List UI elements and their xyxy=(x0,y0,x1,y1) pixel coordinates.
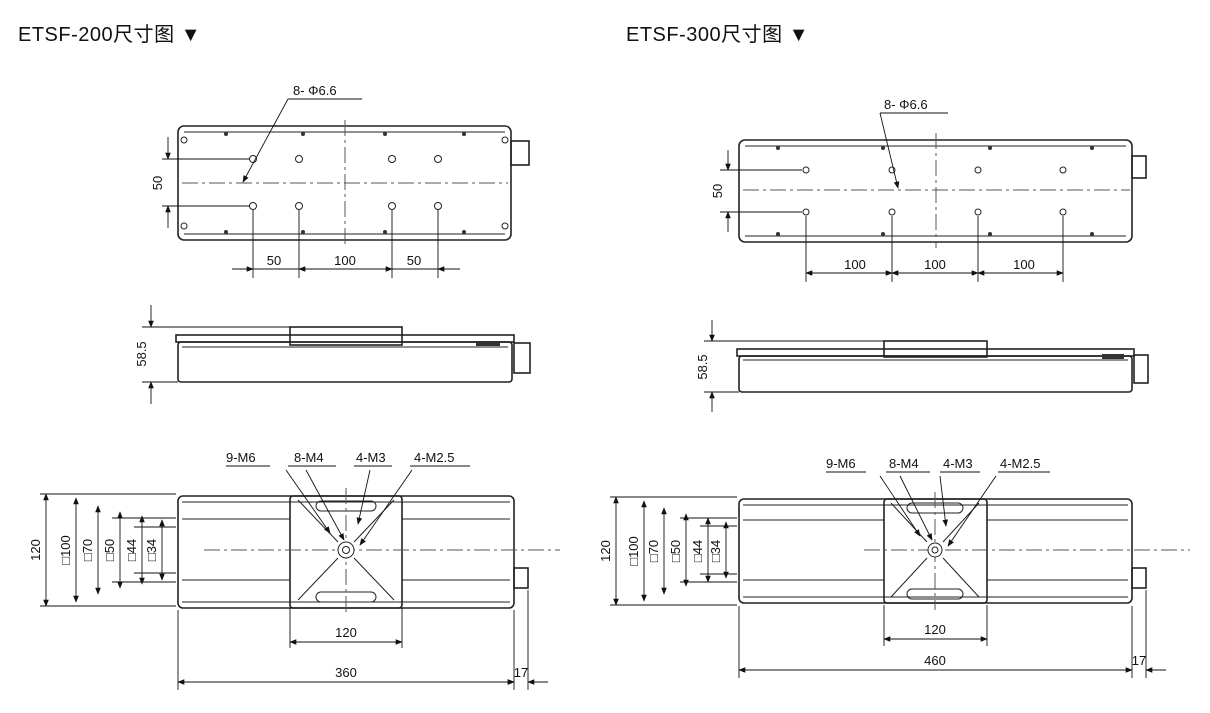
etsf-200-title: ETSF-200尺寸图 ▼ xyxy=(18,24,201,46)
etsf300-side-height: 58.5 xyxy=(695,354,710,379)
etsf200-horizontal-dims: 120 360 17 xyxy=(177,590,548,690)
etsf200-callout-m6: 9-M6 xyxy=(226,450,256,465)
svg-text:120: 120 xyxy=(598,540,613,562)
etsf200-top-view: 8- Φ6.6 50 50 100 50 xyxy=(150,83,530,278)
svg-text:□34: □34 xyxy=(144,539,159,561)
etsf200-side-view: 58.5 xyxy=(134,305,531,404)
etsf200-side-body xyxy=(177,341,513,383)
svg-text:50: 50 xyxy=(407,253,421,268)
etsf200-bottom-view: 9-M6 8-M4 4-M3 4-M2.5 120 □100 □70 □50 □… xyxy=(28,450,560,690)
etsf300-top-screws xyxy=(776,146,1094,236)
svg-text:50: 50 xyxy=(267,253,281,268)
etsf200-callout-m3: 4-M3 xyxy=(356,450,386,465)
svg-text:□50: □50 xyxy=(668,540,683,562)
etsf300-top-view: 8- Φ6.6 50 100 100 100 xyxy=(710,97,1147,282)
etsf200-callout-m4: 8-M4 xyxy=(294,450,324,465)
etsf300-vertical-dims: 120 □100 □70 □50 □44 □34 xyxy=(598,496,737,606)
svg-text:□100: □100 xyxy=(626,536,641,566)
etsf300-horizontal-dims: 120 460 17 xyxy=(738,590,1166,678)
svg-text:100: 100 xyxy=(334,253,356,268)
etsf200-top-screws xyxy=(180,132,509,234)
etsf200-top-50: 50 xyxy=(150,176,165,190)
svg-text:□100: □100 xyxy=(58,535,73,565)
svg-text:100: 100 xyxy=(1013,257,1035,272)
etsf300-top-holes xyxy=(802,166,1067,216)
svg-text:17: 17 xyxy=(1132,653,1146,668)
etsf200-vertical-dims: 120 □100 □70 □50 □44 □34 xyxy=(28,493,176,607)
svg-text:100: 100 xyxy=(844,257,866,272)
svg-text:□44: □44 xyxy=(690,540,705,562)
etsf300-hole-label: 8- Φ6.6 xyxy=(884,97,928,112)
etsf300-bottom-view: 9-M6 8-M4 4-M3 4-M2.5 120 □100 □70 □50 □… xyxy=(598,456,1190,678)
svg-text:100: 100 xyxy=(924,257,946,272)
svg-text:□50: □50 xyxy=(102,539,117,561)
etsf300-callout-m4: 8-M4 xyxy=(889,456,919,471)
svg-text:□70: □70 xyxy=(80,539,95,561)
etsf200-top-connector xyxy=(510,140,530,166)
svg-text:□44: □44 xyxy=(124,539,139,561)
etsf200-top-holes xyxy=(249,155,442,210)
svg-text:17: 17 xyxy=(514,665,528,680)
etsf300-top-spacing-dims: 100 100 100 xyxy=(805,216,1064,282)
svg-text:120: 120 xyxy=(335,625,357,640)
etsf300-callout-m25: 4-M2.5 xyxy=(1000,456,1040,471)
svg-text:120: 120 xyxy=(28,539,43,561)
etsf200-side-carriage xyxy=(289,326,403,346)
etsf200-side-height: 58.5 xyxy=(134,341,149,366)
etsf300-callout-m3: 4-M3 xyxy=(943,456,973,471)
etsf200-length: 360 xyxy=(335,665,357,680)
etsf200-callout-m25: 4-M2.5 xyxy=(414,450,454,465)
svg-text:120: 120 xyxy=(924,622,946,637)
etsf300-length: 460 xyxy=(924,653,946,668)
etsf300-side-view: 58.5 xyxy=(695,320,1149,412)
etsf300-side-body xyxy=(738,355,1133,393)
etsf-300-title: ETSF-300尺寸图 ▼ xyxy=(626,24,809,46)
etsf300-callout-m6: 9-M6 xyxy=(826,456,856,471)
svg-text:□34: □34 xyxy=(708,540,723,562)
etsf200-hole-label: 8- Φ6.6 xyxy=(293,83,337,98)
svg-text:□70: □70 xyxy=(646,540,661,562)
etsf300-top-50: 50 xyxy=(710,184,725,198)
etsf200-side-motor xyxy=(513,342,531,374)
etsf200-top-spacing-dims: 50 100 50 xyxy=(232,210,460,278)
